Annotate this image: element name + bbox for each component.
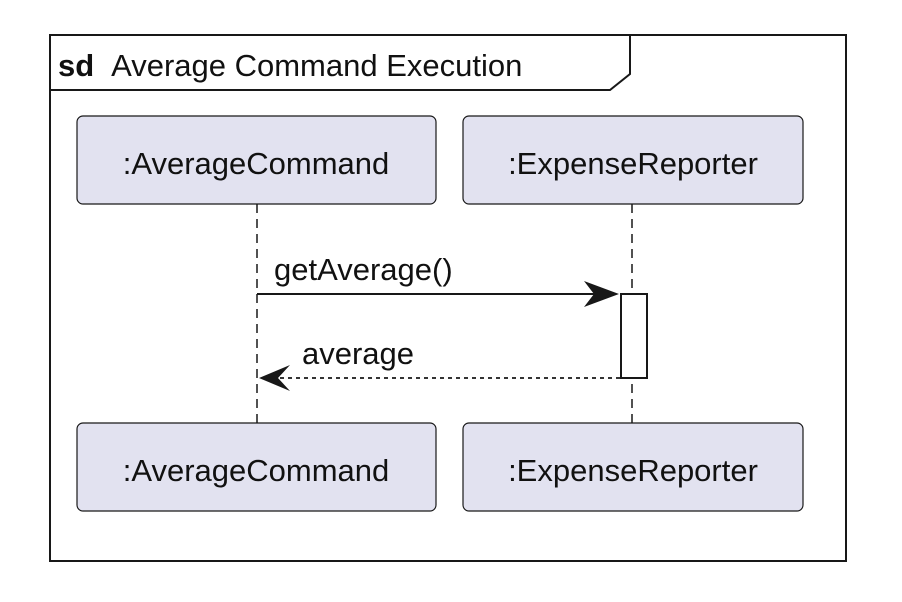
participant-label: :ExpenseReporter — [508, 453, 758, 488]
frame-title-text: Average Command Execution — [111, 48, 522, 83]
participant-label: :AverageCommand — [123, 146, 390, 181]
message-label: average — [302, 336, 414, 371]
message-average-return: average — [259, 336, 621, 391]
frame-title-tab — [50, 34, 631, 91]
message-getaverage: getAverage() — [257, 252, 619, 307]
participant-label: :ExpenseReporter — [508, 146, 758, 181]
participant-label: :AverageCommand — [123, 453, 390, 488]
message-label: getAverage() — [274, 252, 453, 287]
participant-averagecommand-bottom[interactable]: :AverageCommand — [76, 422, 437, 512]
participant-expensereporter-top[interactable]: :ExpenseReporter — [462, 115, 804, 205]
frame-title: sd Average Command Execution — [58, 48, 522, 83]
frame-keyword: sd — [58, 48, 94, 83]
participant-averagecommand-top[interactable]: :AverageCommand — [76, 115, 437, 205]
arrowhead-solid — [584, 281, 619, 307]
arrowhead-open — [259, 365, 290, 391]
participant-expensereporter-bottom[interactable]: :ExpenseReporter — [462, 422, 804, 512]
activation-bar-expensereporter — [620, 293, 648, 379]
